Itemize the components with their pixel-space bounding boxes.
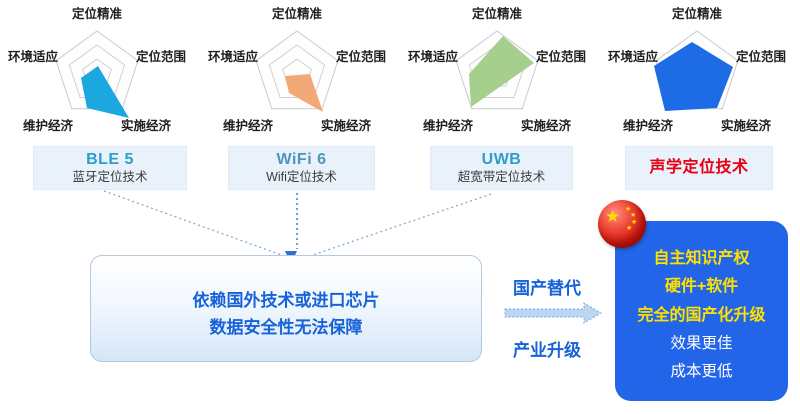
- radar-data-polygon: [285, 74, 323, 112]
- dotted-connector-right: [306, 193, 492, 258]
- radar-axis-label: 定位范围: [335, 49, 386, 64]
- flag-star-icon: ★: [625, 206, 632, 213]
- radar-axis-label: 实施经济: [721, 118, 772, 133]
- flag-star-icon: ★: [626, 225, 633, 232]
- radar-axis-label: 维护经济: [623, 118, 674, 133]
- tech-label-acoustic: 声学定位技术: [625, 146, 773, 190]
- radar-axis-label: 实施经济: [521, 118, 572, 133]
- radar-axis-label: 定位精准: [471, 6, 523, 21]
- tech-title: WiFi 6: [276, 151, 327, 169]
- tech-label-wifi6: WiFi 6 Wifi定位技术: [228, 146, 375, 190]
- radar-axis-label: 实施经济: [121, 118, 172, 133]
- tech-label-ble5: BLE 5 蓝牙定位技术: [33, 146, 187, 190]
- tech-title: BLE 5: [86, 151, 134, 169]
- radar-axis-label: 环境适应: [608, 49, 659, 64]
- radar-axis-label: 维护经济: [223, 118, 274, 133]
- transition-label-bottom: 产业升级: [513, 341, 581, 360]
- transition-label-top: 国产替代: [513, 279, 581, 298]
- tech-title: UWB: [481, 151, 522, 169]
- china-flag-icon: ★ ★ ★ ★ ★: [598, 200, 646, 248]
- radar-axis-label: 定位范围: [135, 49, 186, 64]
- radar-data-polygon: [81, 66, 129, 118]
- result-item: 效果更佳: [670, 335, 733, 353]
- tech-title: 声学定位技术: [649, 159, 749, 177]
- radar-axis-label: 环境适应: [8, 49, 59, 64]
- radar-axis-label: 定位精准: [71, 6, 123, 21]
- radar-grid-ring: [268, 44, 326, 98]
- flag-star-icon: ★: [631, 219, 638, 226]
- radar-data-polygon: [654, 42, 733, 111]
- result-item: 完全的国产化升级: [637, 306, 766, 324]
- result-item: 硬件+软件: [664, 278, 739, 296]
- radar-axis-label: 环境适应: [408, 49, 459, 64]
- result-item: 成本更低: [670, 363, 733, 381]
- dotted-connector-left: [103, 190, 288, 258]
- radar-axis-label: 定位范围: [535, 49, 586, 64]
- problem-box: 依赖国外技术或进口芯片 数据安全性无法保障: [90, 255, 482, 362]
- radar-chart-ble5: 定位精准定位范围实施经济 维护经济 环境适应: [2, 0, 192, 146]
- radar-axis-label: 环境适应: [208, 49, 259, 64]
- radar-data-polygon: [469, 36, 534, 107]
- radar-chart-wifi6: 定位精准定位范围实施经济 维护经济 环境适应: [202, 0, 392, 146]
- radar-axis-label: 维护经济: [423, 118, 474, 133]
- radar-axis-label: 定位精准: [271, 6, 323, 21]
- radar-axis-label: 定位范围: [735, 49, 786, 64]
- tech-subtitle: 超宽带定位技术: [457, 170, 546, 185]
- tech-subtitle: Wifi定位技术: [266, 170, 337, 185]
- result-box: 自主知识产权 硬件+软件 完全的国产化升级 效果更佳 成本更低: [615, 221, 788, 401]
- radar-axis-label: 维护经济: [23, 118, 74, 133]
- radar-chart-uwb: 定位精准定位范围实施经济 维护经济 环境适应: [402, 0, 592, 146]
- tech-label-uwb: UWB 超宽带定位技术: [430, 146, 573, 190]
- right-block-arrow-icon: [504, 302, 602, 324]
- tech-subtitle: 蓝牙定位技术: [72, 170, 148, 185]
- problem-line-2: 数据安全性无法保障: [209, 317, 363, 337]
- result-item: 自主知识产权: [653, 249, 750, 267]
- radar-axis-label: 实施经济: [321, 118, 372, 133]
- radar-axis-label: 定位精准: [671, 6, 723, 21]
- problem-line-1: 依赖国外技术或进口芯片: [192, 291, 380, 311]
- flag-star-icon: ★: [605, 207, 621, 226]
- flag-star-icon: ★: [630, 212, 637, 219]
- radar-chart-acoustic: 定位精准定位范围实施经济 维护经济 环境适应: [602, 0, 792, 146]
- radar-grid-ring: [255, 30, 339, 110]
